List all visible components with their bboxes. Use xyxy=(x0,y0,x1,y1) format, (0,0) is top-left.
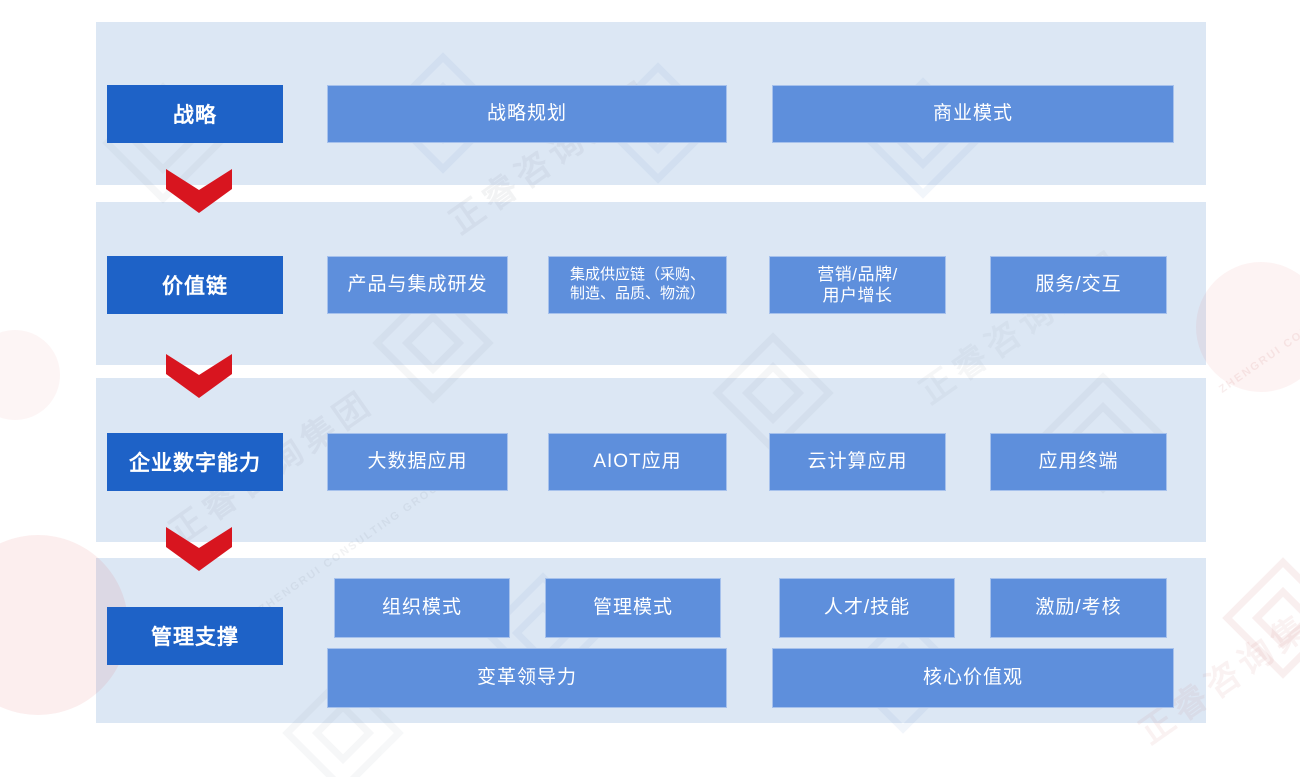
box-organization-model: 组织模式 xyxy=(334,578,510,638)
box-line: 用户增长 xyxy=(822,286,893,305)
row-label-digital-capability: 企业数字能力 xyxy=(107,433,283,491)
box-core-values: 核心价值观 xyxy=(772,648,1174,708)
box-line: 营销/品牌/ xyxy=(817,264,898,284)
box-service-interaction: 服务/交互 xyxy=(990,256,1167,314)
down-arrow-icon xyxy=(166,354,232,398)
box-big-data-application: 大数据应用 xyxy=(327,433,508,491)
box-strategic-planning: 战略规划 xyxy=(327,85,727,143)
box-line: 制造、品质、物流） xyxy=(569,285,705,302)
box-aiot-application: AIOT应用 xyxy=(548,433,727,491)
row-label-management-support: 管理支撑 xyxy=(107,607,283,665)
box-integrated-supply-chain: 集成供应链（采购、 制造、品质、物流） xyxy=(548,256,727,314)
row-label-strategy: 战略 xyxy=(107,85,283,143)
box-talent-skills: 人才/技能 xyxy=(779,578,955,638)
down-arrow-icon xyxy=(166,527,232,571)
box-business-model: 商业模式 xyxy=(772,85,1174,143)
watermark-subtext: ZHENGRUI CONSULTING GROUP xyxy=(1216,256,1300,396)
box-change-leadership: 变革领导力 xyxy=(327,648,727,708)
watermark-diamond-icon xyxy=(1222,557,1300,679)
box-marketing-brand-growth: 营销/品牌/ 用户增长 xyxy=(769,256,946,314)
watermark-circle xyxy=(0,330,60,420)
box-application-terminal: 应用终端 xyxy=(990,433,1167,491)
watermark-circle xyxy=(1196,262,1300,392)
box-line: 集成供应链（采购、 xyxy=(569,266,705,284)
box-product-rnd: 产品与集成研发 xyxy=(327,256,508,314)
box-incentive-assessment: 激励/考核 xyxy=(990,578,1167,638)
box-management-model: 管理模式 xyxy=(545,578,721,638)
row-label-value-chain: 价值链 xyxy=(107,256,283,314)
down-arrow-icon xyxy=(166,169,232,213)
box-cloud-computing-application: 云计算应用 xyxy=(769,433,946,491)
